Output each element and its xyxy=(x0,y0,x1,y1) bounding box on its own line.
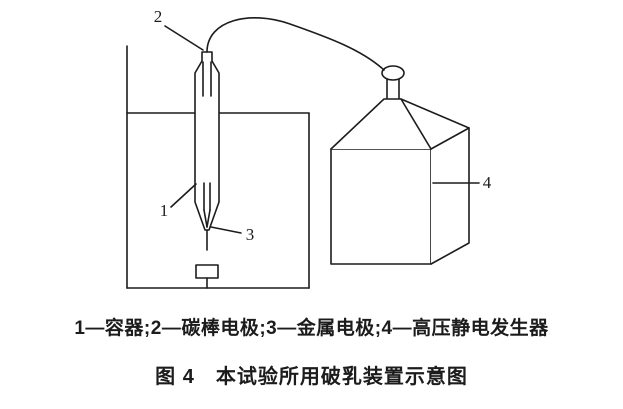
generator-roof-back-edge xyxy=(400,98,470,129)
figure-title: 图 4 本试验所用破乳装置示意图 xyxy=(155,366,468,388)
figure-legend: 1—容器;2—碳棒电极;3—金属电极;4—高压静电发生器 xyxy=(74,318,549,339)
generator-terminal xyxy=(381,65,405,99)
metal-electrode-plate xyxy=(195,264,219,279)
demulsification-device-diagram: 2 1 3 4 xyxy=(126,7,492,289)
rod-taper-right xyxy=(206,209,211,228)
generator-side-face xyxy=(430,127,470,265)
callouts: 2 1 3 4 xyxy=(154,7,492,244)
terminal-knob xyxy=(381,65,405,81)
hv-generator-box xyxy=(330,65,470,265)
label-2-leader xyxy=(164,25,204,51)
container xyxy=(126,45,310,289)
label-2: 2 xyxy=(154,7,163,26)
generator-front-face xyxy=(330,148,432,265)
label-1: 1 xyxy=(160,201,169,220)
rod-taper-left xyxy=(203,209,208,228)
carbon-rod-electrode xyxy=(194,51,220,251)
label-3: 3 xyxy=(246,225,255,244)
label-3-leader xyxy=(210,226,242,234)
electrode-tube-outline xyxy=(194,51,220,231)
connecting-wire xyxy=(206,17,385,71)
label-4: 4 xyxy=(483,173,492,192)
metal-electrode xyxy=(195,264,219,289)
generator-roof-front xyxy=(330,98,432,150)
label-1-leader xyxy=(170,183,197,208)
